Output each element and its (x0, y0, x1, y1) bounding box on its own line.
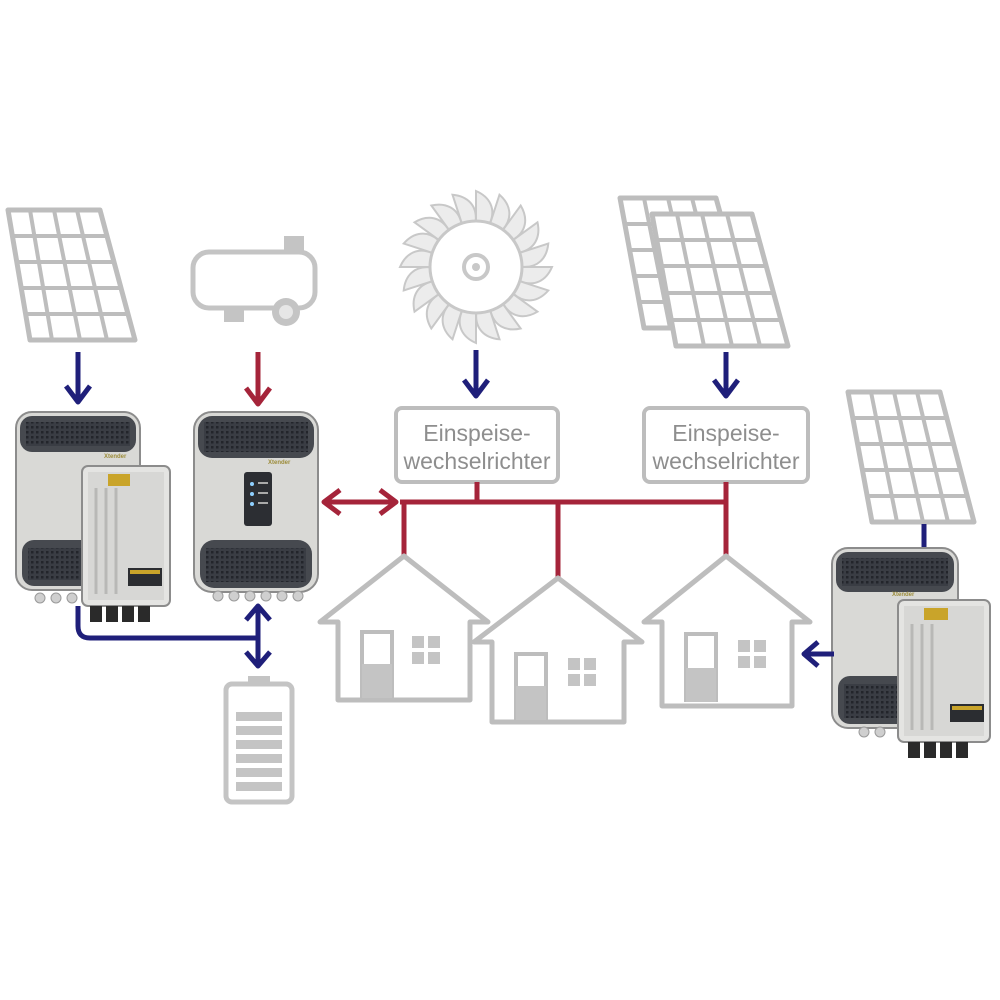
water-turbine-icon (398, 189, 554, 345)
ac-bidirectional-arrow (321, 488, 399, 516)
feed-in-inverter-box-2: Einspeise- wechselrichter (642, 406, 810, 484)
house-icon-3 (641, 553, 813, 709)
charge-controller-left (34, 465, 171, 622)
feed-in-inverter-1-line2: wechselrichter (403, 448, 551, 474)
xtender-inverter-right: Xtender (831, 547, 959, 729)
dc-arrow-turbine (462, 350, 490, 399)
ac-minigrid-lines (400, 482, 729, 578)
dc-bus-lines (75, 606, 258, 641)
dc-bidirectional-arrow-battery (244, 603, 272, 669)
solar-panel-icon-right (845, 389, 977, 525)
dc-arrow-solar-top-right (712, 352, 740, 399)
feed-in-inverter-2-line2: wechselrichter (652, 448, 800, 474)
ac-arrow-generator (244, 352, 272, 407)
solar-panel-icon-left (5, 207, 138, 343)
generator-icon (190, 236, 318, 326)
dc-arrow-solar-left (64, 352, 92, 405)
feed-in-inverter-1-line1: Einspeise- (423, 420, 530, 446)
house-icon-2 (471, 575, 645, 725)
left-inverter-brand: Xtender (104, 454, 127, 460)
dc-arrow-to-house-3 (801, 640, 834, 668)
xtender-inverter-center: Xtender (193, 411, 319, 602)
battery-icon (223, 676, 295, 805)
right-inverter-brand: Xtender (892, 592, 915, 598)
feed-in-inverter-2-line1: Einspeise- (672, 420, 779, 446)
center-inverter-brand: Xtender (268, 460, 291, 466)
solar-panel-icon-top-right (617, 195, 791, 349)
charge-controller-right (858, 599, 991, 758)
house-icon-1 (317, 553, 491, 703)
feed-in-inverter-box-1: Einspeise- wechselrichter (394, 406, 560, 484)
